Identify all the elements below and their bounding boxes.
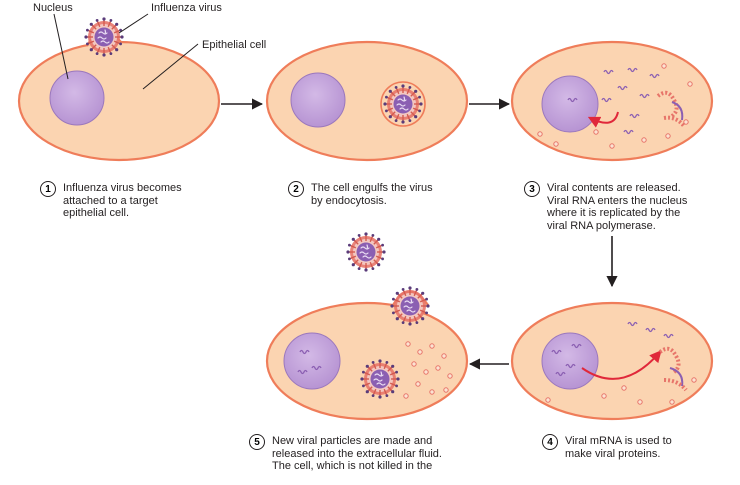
influenza-virus-label: Influenza virus (151, 2, 222, 14)
viral-proteins (658, 346, 688, 392)
step-number-5: 5 (249, 434, 265, 450)
step-number-1: 1 (40, 181, 56, 197)
cell-stage-3 (510, 40, 714, 162)
cell-stage-4 (510, 301, 714, 421)
cell-stage-1 (17, 13, 221, 162)
step-caption-5: New viral particles are made and release… (272, 435, 442, 472)
nucleus-label: Nucleus (33, 2, 73, 14)
step-caption-2: The cell engulfs the virus by endocytosi… (311, 182, 433, 207)
released-virion (345, 231, 387, 273)
cell-stage-5 (265, 285, 469, 421)
mrna-export-arrow (581, 350, 662, 380)
epithelial-cell-label: Epithelial cell (202, 39, 267, 51)
viral-proteins (656, 90, 686, 128)
nucleus (49, 70, 105, 126)
cell-pointer-line (142, 43, 199, 90)
step-caption-1: Influenza virus becomes attached to a ta… (63, 182, 182, 219)
step-1: 1 Influenza virus becomes attached to a … (40, 181, 182, 220)
step-3: 3 Viral contents are released. Viral RNA… (524, 181, 688, 232)
step-number-3: 3 (524, 181, 540, 197)
rna-entry-arrow (587, 111, 619, 128)
nucleus (283, 332, 341, 390)
step-caption-3: Viral contents are released. Viral RNA e… (547, 182, 688, 232)
nucleus (290, 72, 346, 128)
step-4: 4 Viral mRNA is used to make viral prote… (542, 434, 672, 460)
step-number-2: 2 (288, 181, 304, 197)
nucleus (541, 75, 599, 133)
step-caption-4: Viral mRNA is used to make viral protein… (565, 435, 672, 460)
nucleus (541, 332, 599, 390)
step-5: 5 New viral particles are made and relea… (249, 434, 442, 475)
virus-pointer-line (118, 13, 149, 34)
step-number-4: 4 (542, 434, 558, 450)
nucleus-pointer-line (53, 13, 69, 80)
step-2: 2 The cell engulfs the virus by endocyto… (288, 181, 433, 207)
cell-stage-2 (265, 40, 469, 162)
